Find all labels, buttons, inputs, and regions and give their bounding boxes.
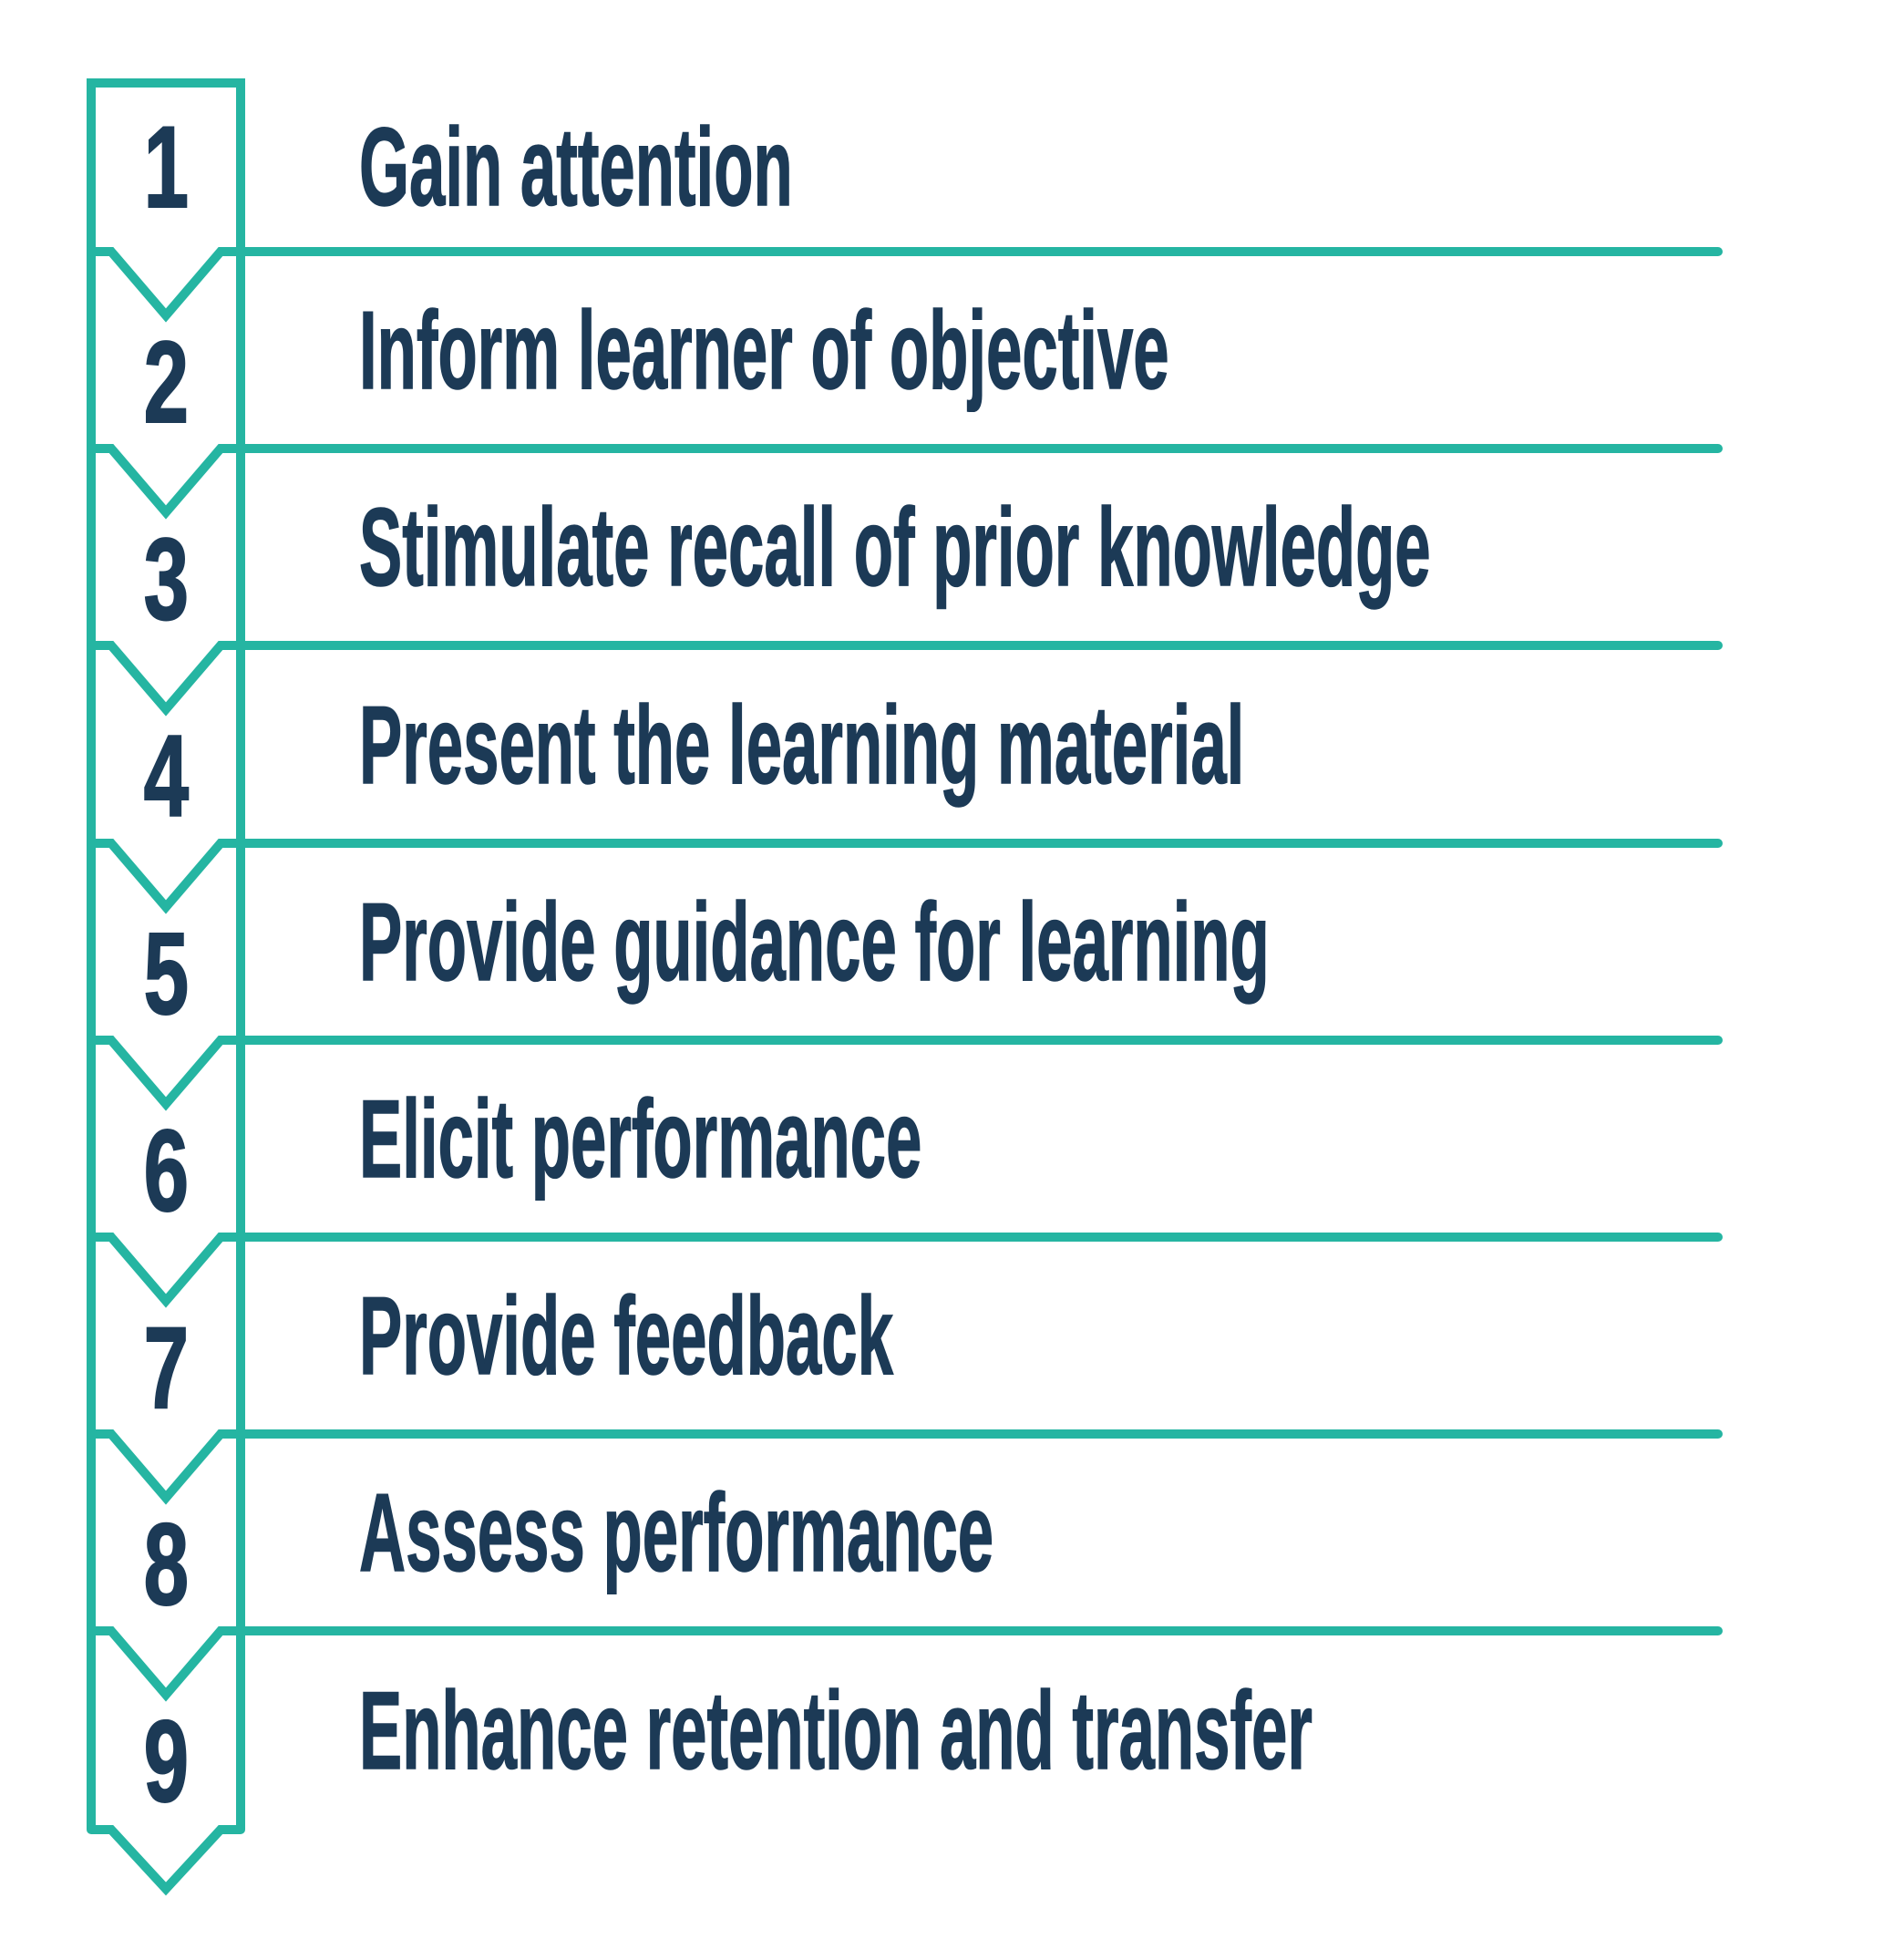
step-label-3: Stimulate recall of prior knowledge: [359, 485, 1432, 609]
step-label-1: Gain attention: [359, 105, 794, 229]
step-row-4: Present the learning material: [359, 672, 1886, 818]
step-number-3: 3: [143, 513, 190, 644]
separator-chevron-8: [87, 1626, 1723, 1702]
separator-chevron-3: [87, 641, 1723, 717]
step-label-5: Provide guidance for learning: [359, 880, 1271, 1004]
separator-chevron-5: [87, 1036, 1723, 1111]
step-label-8: Assess performance: [359, 1470, 994, 1594]
step-number-cell-4: 4: [87, 703, 245, 849]
step-row-7: Provide feedback: [359, 1263, 1280, 1408]
step-label-2: Inform learner of objective: [359, 288, 1170, 412]
step-row-3: Stimulate recall of prior knowledge: [359, 474, 1894, 620]
step-row-2: Inform learner of objective: [359, 277, 1755, 423]
step-label-9: Enhance retention and transfer: [359, 1668, 1313, 1792]
step-number-6: 6: [143, 1105, 190, 1235]
step-number-cell-1: 1: [87, 94, 245, 240]
step-number-cell-8: 8: [87, 1491, 245, 1637]
step-number-2: 2: [143, 316, 190, 447]
step-number-1: 1: [143, 101, 190, 232]
bottom-arrow-tip: [87, 1825, 245, 1896]
step-number-cell-5: 5: [87, 901, 245, 1047]
step-row-9: Enhance retention and transfer: [359, 1657, 1894, 1803]
step-label-7: Provide feedback: [359, 1274, 894, 1398]
step-label-6: Elicit performance: [359, 1077, 922, 1201]
step-number-5: 5: [143, 908, 190, 1038]
separator-chevron-2: [87, 444, 1723, 520]
step-number-8: 8: [143, 1499, 190, 1629]
step-number-cell-3: 3: [87, 506, 245, 652]
separator-chevron-6: [87, 1233, 1723, 1308]
separator-chevron-4: [87, 839, 1723, 914]
step-row-8: Assess performance: [359, 1460, 1453, 1605]
step-number-cell-9: 9: [87, 1688, 245, 1834]
column-outline: [87, 78, 245, 1830]
separator-chevron-1: [87, 247, 1723, 323]
separator-chevron-7: [87, 1429, 1723, 1505]
step-row-1: Gain attention: [359, 94, 1107, 240]
step-number-9: 9: [143, 1696, 190, 1826]
step-row-6: Elicit performance: [359, 1066, 1329, 1212]
step-row-5: Provide guidance for learning: [359, 869, 1894, 1015]
step-number-cell-6: 6: [87, 1098, 245, 1243]
step-number-cell-2: 2: [87, 309, 245, 455]
step-number-7: 7: [143, 1302, 190, 1432]
step-number-cell-7: 7: [87, 1295, 245, 1440]
step-label-4: Present the learning material: [359, 683, 1245, 807]
step-number-4: 4: [143, 710, 190, 841]
